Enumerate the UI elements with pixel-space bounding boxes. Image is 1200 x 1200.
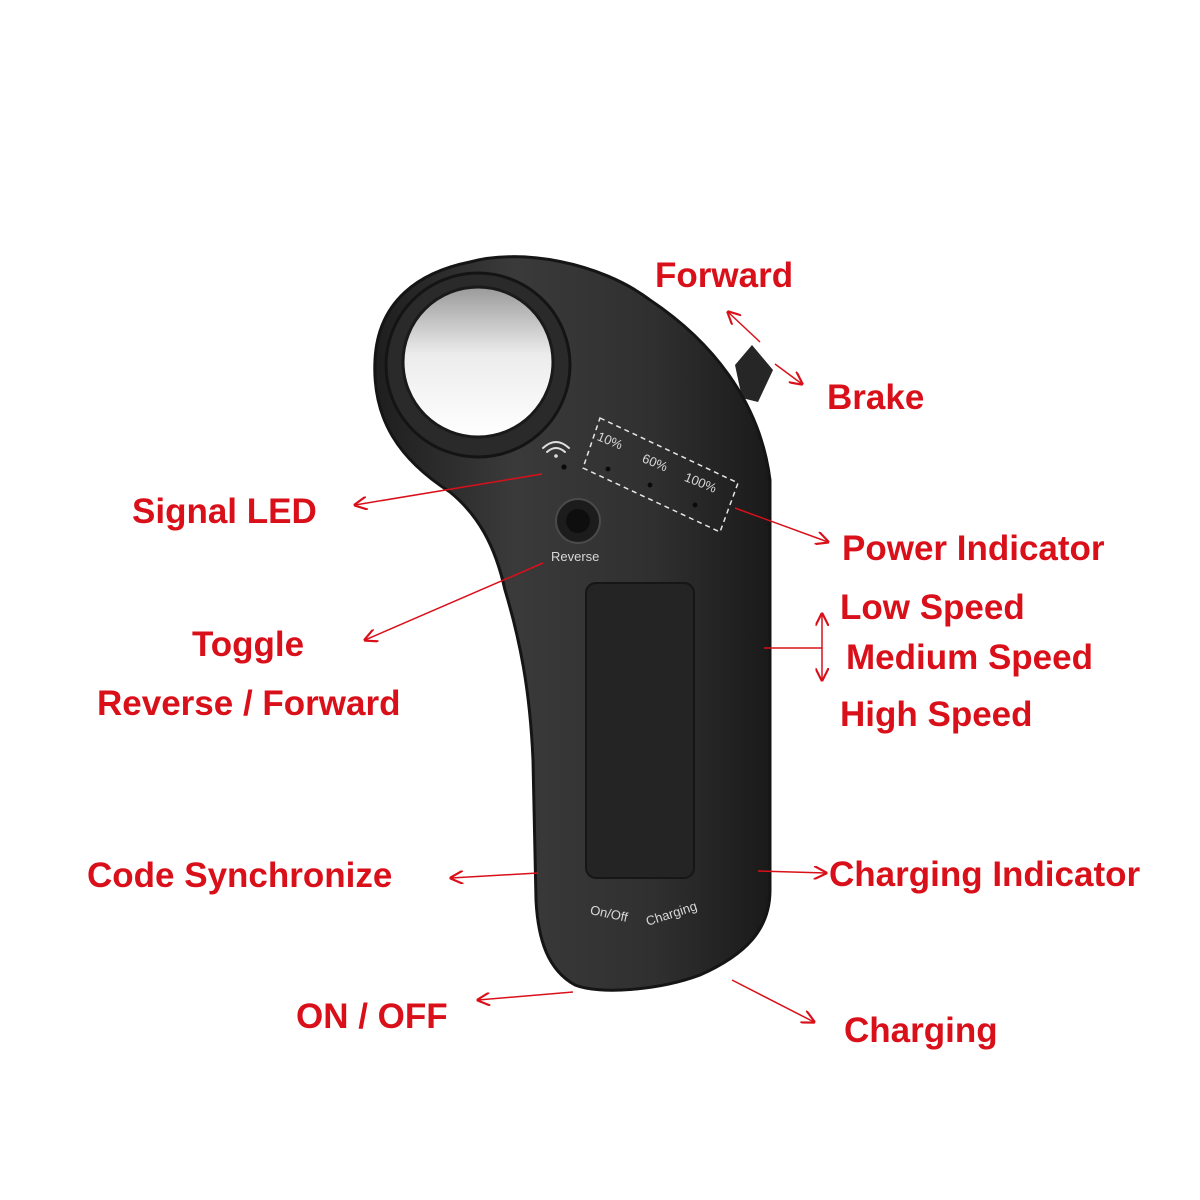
brake-arrow (774, 363, 802, 384)
led-100 (692, 502, 698, 508)
power-indicator-arrow (734, 507, 828, 542)
signal-led (561, 464, 567, 470)
label-brake: Brake (827, 378, 925, 417)
charging-arrow (731, 979, 814, 1022)
signal-led-arrow (355, 473, 543, 505)
wifi-icon (542, 441, 570, 458)
trigger (735, 345, 773, 402)
power-indicator-box (582, 416, 739, 534)
label-medium-speed: Medium Speed (846, 638, 1093, 677)
label-charging: Charging (844, 1011, 998, 1050)
label-reverse-forward: Reverse / Forward (97, 684, 401, 723)
charging-indicator-arrow (757, 871, 826, 873)
on-off-arrow (478, 991, 574, 1000)
led-60 (647, 482, 653, 488)
label-on-off: ON / OFF (296, 997, 448, 1036)
lcd-panel (585, 582, 695, 879)
label-low-speed: Low Speed (840, 588, 1025, 627)
label-charging-indicator: Charging Indicator (829, 855, 1141, 894)
forward-arrow (728, 312, 761, 343)
toggle-arrow (365, 562, 544, 640)
hole (401, 285, 555, 439)
code-sync-arrow (451, 873, 539, 878)
label-signal-led: Signal LED (132, 492, 317, 531)
printed-reverse: Reverse (551, 549, 600, 564)
label-toggle: Toggle (192, 625, 305, 664)
label-code-synchronize: Code Synchronize (87, 856, 393, 895)
label-power-indicator: Power Indicator (842, 529, 1105, 568)
label-forward: Forward (655, 256, 794, 295)
label-high-speed: High Speed (840, 695, 1033, 734)
led-10 (605, 466, 611, 472)
